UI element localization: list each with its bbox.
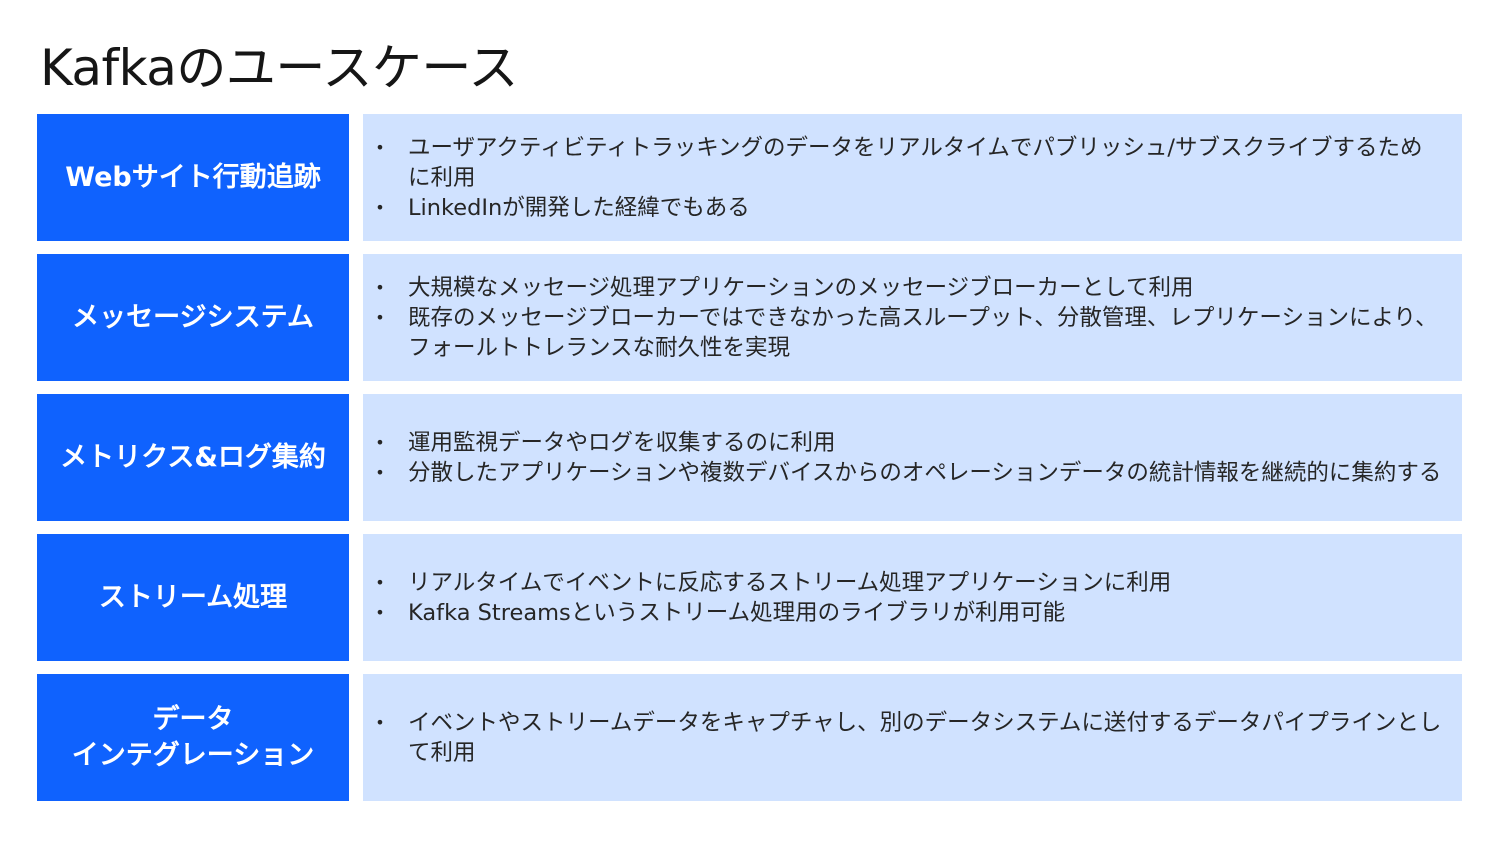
bullet-text: 分散したアプリケーションや複数デバイスからのオペレーションデータの統計情報を継続… [408,459,1442,486]
bullet-item: • LinkedInが開発した経緯でもある [371,193,1442,223]
use-case-row-data-integration: データ インテグレーション • イベントやストリームデータをキャプチャし、別のデー… [37,674,1462,801]
use-case-label: Webサイト行動追跡 [37,114,349,241]
bullet-icon: • [375,572,385,592]
bullet-icon: • [375,197,385,217]
bullet-text: リアルタイムでイベントに反応するストリーム処理アプリケーションに利用 [408,569,1172,596]
use-case-label: メトリクス&ログ集約 [37,394,349,521]
use-case-description: • リアルタイムでイベントに反応するストリーム処理アプリケーションに利用 • Kaf… [363,534,1462,661]
bullet-icon: • [375,307,385,327]
bullet-list: • 運用監視データやログを収集するのに利用 • 分散したアプリケーションや複数デバイ… [371,428,1442,488]
bullet-list: • 大規模なメッセージ処理アプリケーションのメッセージブローカーとして利用 • 既存… [371,273,1442,363]
use-case-label: ストリーム処理 [37,534,349,661]
bullet-icon: • [375,432,385,452]
use-case-label: メッセージシステム [37,254,349,381]
use-case-row-web-tracking: Webサイト行動追跡 • ユーザアクティビティトラッキングのデータをリアルタイムで… [37,114,1462,241]
bullet-item: • 分散したアプリケーションや複数デバイスからのオペレーションデータの統計情報を継… [371,458,1442,488]
bullet-item: • 運用監視データやログを収集するのに利用 [371,428,1442,458]
bullet-item: • リアルタイムでイベントに反応するストリーム処理アプリケーションに利用 [371,568,1442,598]
bullet-item: • イベントやストリームデータをキャプチャし、別のデータシステムに送付するデータパ… [371,708,1442,768]
use-case-table: Webサイト行動追跡 • ユーザアクティビティトラッキングのデータをリアルタイムで… [37,114,1462,814]
bullet-item: • Kafka Streamsというストリーム処理用のライブラリが利用可能 [371,598,1442,628]
bullet-text: LinkedInが開発した経緯でもある [408,194,750,221]
bullet-list: • イベントやストリームデータをキャプチャし、別のデータシステムに送付するデータパ… [371,708,1442,768]
bullet-icon: • [375,277,385,297]
bullet-text: 大規模なメッセージ処理アプリケーションのメッセージブローカーとして利用 [408,274,1194,301]
bullet-icon: • [375,602,385,622]
use-case-row-stream-processing: ストリーム処理 • リアルタイムでイベントに反応するストリーム処理アプリケーション… [37,534,1462,661]
bullet-list: • リアルタイムでイベントに反応するストリーム処理アプリケーションに利用 • Kaf… [371,568,1442,628]
bullet-text: ユーザアクティビティトラッキングのデータをリアルタイムでパブリッシュ/サブスクラ… [408,134,1423,191]
use-case-description: • 運用監視データやログを収集するのに利用 • 分散したアプリケーションや複数デバイ… [363,394,1462,521]
use-case-description: • 大規模なメッセージ処理アプリケーションのメッセージブローカーとして利用 • 既存… [363,254,1462,381]
bullet-icon: • [375,712,385,732]
bullet-item: • 大規模なメッセージ処理アプリケーションのメッセージブローカーとして利用 [371,273,1442,303]
bullet-text: Kafka Streamsというストリーム処理用のライブラリが利用可能 [408,599,1066,626]
bullet-text: 運用監視データやログを収集するのに利用 [408,429,836,456]
bullet-list: • ユーザアクティビティトラッキングのデータをリアルタイムでパブリッシュ/サブスク… [371,133,1442,223]
bullet-item: • 既存のメッセージブローカーではできなかった高スループット、分散管理、レプリケー… [371,303,1442,363]
bullet-text: イベントやストリームデータをキャプチャし、別のデータシステムに送付するデータパイ… [408,709,1442,766]
use-case-row-metrics-logs: メトリクス&ログ集約 • 運用監視データやログを収集するのに利用 • 分散したアプリ… [37,394,1462,521]
use-case-description: • ユーザアクティビティトラッキングのデータをリアルタイムでパブリッシュ/サブスク… [363,114,1462,241]
bullet-text: 既存のメッセージブローカーではできなかった高スループット、分散管理、レプリケーシ… [408,304,1438,361]
slide-title: Kafkaのユースケース [40,39,518,97]
bullet-icon: • [375,137,385,157]
use-case-label: データ インテグレーション [37,674,349,801]
bullet-icon: • [375,462,385,482]
use-case-row-messaging: メッセージシステム • 大規模なメッセージ処理アプリケーションのメッセージブローカ… [37,254,1462,381]
bullet-item: • ユーザアクティビティトラッキングのデータをリアルタイムでパブリッシュ/サブスク… [371,133,1442,193]
use-case-description: • イベントやストリームデータをキャプチャし、別のデータシステムに送付するデータパ… [363,674,1462,801]
